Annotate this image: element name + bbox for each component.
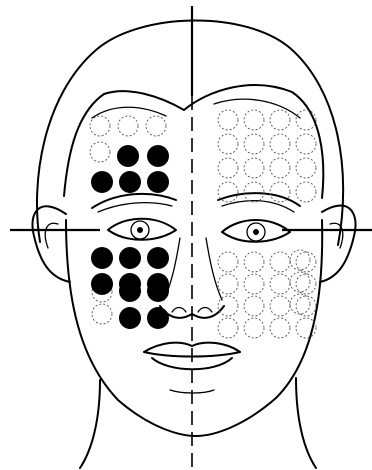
- open-marker: [290, 294, 310, 314]
- open-marker: [218, 252, 238, 272]
- open-marker: [244, 274, 264, 294]
- open-marker: [290, 250, 310, 270]
- open-marker: [296, 182, 316, 202]
- open-marker: [90, 116, 110, 136]
- open-marker: [270, 296, 290, 316]
- head-outline: [37, 20, 343, 245]
- filled-marker: [91, 247, 113, 269]
- open-marker: [270, 252, 290, 272]
- open-marker: [218, 318, 238, 338]
- hair-strand-right: [214, 99, 300, 118]
- open-marker: [218, 274, 238, 294]
- pupil-left: [137, 227, 143, 233]
- open-marker: [296, 252, 316, 272]
- open-marker: [146, 116, 166, 136]
- open-marker: [244, 296, 264, 316]
- filled-marker: [147, 280, 169, 302]
- open-marker: [296, 296, 316, 316]
- filled-marker: [119, 280, 141, 302]
- open-marker: [270, 110, 290, 130]
- open-marker: [270, 274, 290, 294]
- nose-bridge-right: [206, 238, 222, 300]
- filled-marker: [117, 145, 139, 167]
- open-marker: [244, 318, 264, 338]
- open-marker-group: [90, 110, 316, 338]
- filled-marker: [119, 307, 141, 329]
- open-marker: [296, 274, 316, 294]
- open-marker: [118, 116, 138, 136]
- filled-marker: [147, 171, 169, 193]
- eyebrow-right-lower: [222, 201, 294, 212]
- neck-right: [296, 378, 316, 468]
- open-marker: [296, 134, 316, 154]
- filled-marker: [91, 171, 113, 193]
- eyebrow-left: [92, 194, 176, 208]
- filled-marker: [147, 307, 169, 329]
- open-marker: [218, 134, 238, 154]
- open-marker: [270, 318, 290, 338]
- filled-marker: [147, 247, 169, 269]
- open-marker: [218, 158, 238, 178]
- open-marker: [290, 272, 310, 292]
- neck-left: [80, 380, 100, 468]
- pupil-right: [253, 229, 259, 235]
- open-marker: [244, 252, 264, 272]
- open-marker: [244, 134, 264, 154]
- open-marker: [90, 142, 110, 162]
- nostril-right: [198, 308, 212, 313]
- open-marker: [296, 158, 316, 178]
- filled-marker: [119, 171, 141, 193]
- filled-marker: [119, 247, 141, 269]
- ear-left-inner: [45, 223, 58, 248]
- open-marker: [244, 182, 264, 202]
- open-marker: [218, 110, 238, 130]
- open-marker: [270, 134, 290, 154]
- open-marker: [92, 304, 112, 324]
- open-marker: [244, 110, 264, 130]
- open-marker: [244, 158, 264, 178]
- filled-marker: [91, 273, 113, 295]
- open-marker: [270, 158, 290, 178]
- eyebrow-left-lower: [98, 203, 172, 212]
- ear-right-inner: [330, 223, 343, 248]
- nostril-left: [172, 308, 186, 313]
- filled-marker: [147, 145, 169, 167]
